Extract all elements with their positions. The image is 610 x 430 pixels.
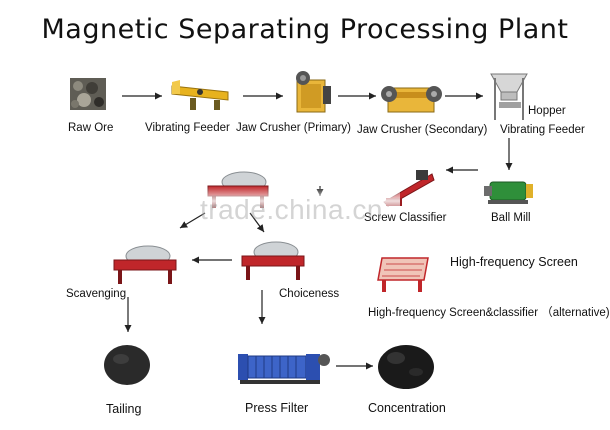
raw-ore-image	[70, 78, 106, 115]
label-ball-mill: Ball Mill	[491, 212, 531, 224]
choiceness-separator-image	[240, 240, 306, 289]
high-frequency-screen-image	[376, 250, 432, 299]
press-filter-image	[236, 346, 332, 391]
arrow-separator-down-right	[249, 212, 265, 233]
concentration-image	[376, 340, 436, 395]
tailing-image	[103, 344, 151, 391]
vibrating-feeder-image	[170, 78, 232, 117]
label-concentration: Concentration	[368, 401, 446, 415]
label-choiceness: Choiceness	[279, 288, 340, 300]
label-tailing: Tailing	[106, 402, 142, 416]
watermark-haze	[90, 186, 400, 216]
label-raw-ore: Raw Ore	[68, 122, 114, 134]
label-jaw-crusher-primary: Jaw Crusher (Primary)	[236, 122, 352, 134]
watermark-text: trade.china.cn	[200, 194, 383, 225]
label-jaw-crusher-secondary: Jaw Crusher (Secondary)	[357, 124, 488, 136]
label-scavenging: Scavenging	[66, 288, 127, 300]
label-hf-screen-classifier: High-frequency Screen&classifier （altern…	[368, 307, 610, 319]
label-hopper: Hopper	[528, 105, 566, 117]
jaw-crusher-secondary-image	[380, 80, 442, 121]
jaw-crusher-primary-image	[293, 70, 333, 121]
label-high-frequency-screen: High-frequency Screen	[450, 255, 578, 269]
hopper-feeder-image	[489, 70, 529, 127]
label-vibrating-feeder-2: Vibrating Feeder	[500, 124, 585, 136]
scavenging-separator-image	[112, 244, 178, 291]
ball-mill-image	[484, 178, 534, 211]
label-vibrating-feeder-1: Vibrating Feeder	[145, 122, 230, 134]
label-press-filter: Press Filter	[245, 401, 309, 415]
diagram-title: Magnetic Separating Processing Plant	[41, 14, 569, 45]
